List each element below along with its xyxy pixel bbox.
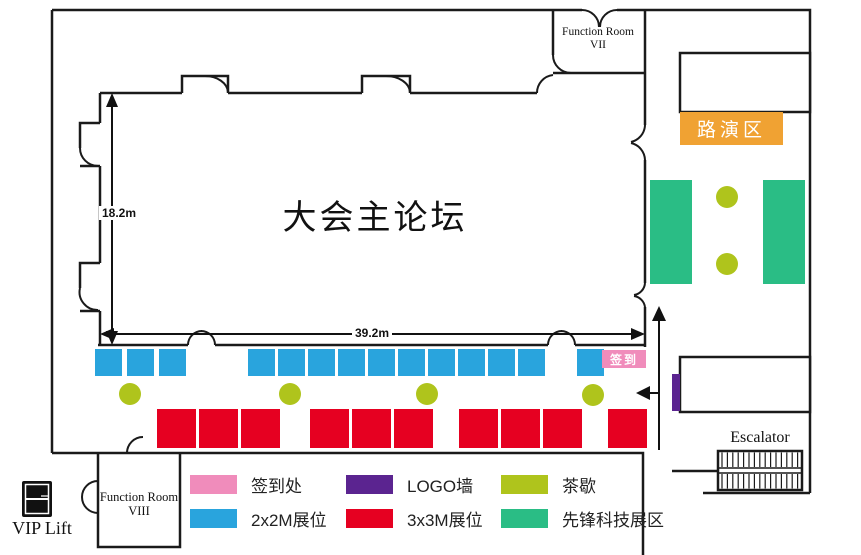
legend-swatch bbox=[346, 509, 393, 528]
booth-2x2m bbox=[308, 349, 335, 376]
vip-lift-label: VIP Lift bbox=[12, 518, 72, 538]
vip-lift-icon bbox=[22, 481, 52, 517]
booth-2x2m bbox=[518, 349, 545, 376]
legend-swatch bbox=[190, 475, 237, 494]
booth-3x3m bbox=[543, 409, 582, 448]
booth-3x3m bbox=[501, 409, 540, 448]
pioneer-zone-rect bbox=[763, 180, 805, 284]
escalator-icon bbox=[672, 449, 810, 495]
legend-swatch bbox=[501, 475, 548, 494]
width-dimension-label: 39.2m bbox=[352, 326, 393, 340]
legend-label: 茶歇 bbox=[562, 477, 596, 496]
signin-tag: 签到 bbox=[602, 350, 646, 368]
tea-break-circle bbox=[716, 186, 738, 208]
legend-label: 3x3M展位 bbox=[407, 511, 483, 530]
booth-3x3m bbox=[199, 409, 238, 448]
booth-3x3m bbox=[157, 409, 196, 448]
legend-label: LOGO墙 bbox=[407, 477, 474, 496]
booth-2x2m bbox=[278, 349, 305, 376]
function-room-7-label: Function Room VII bbox=[562, 26, 634, 52]
booth-2x2m bbox=[488, 349, 515, 376]
door-arcs bbox=[78, 9, 646, 514]
booth-2x2m bbox=[95, 349, 122, 376]
lower-right-room bbox=[678, 355, 812, 414]
booth-2x2m bbox=[398, 349, 425, 376]
tea-break-circle bbox=[416, 383, 438, 405]
legend-label: 先锋科技展区 bbox=[562, 511, 664, 530]
booth-2x2m bbox=[159, 349, 186, 376]
booth-2x2m bbox=[577, 349, 604, 376]
main-hall-title: 大会主论坛 bbox=[282, 199, 468, 237]
booth-3x3m bbox=[241, 409, 280, 448]
outer-walls bbox=[50, 8, 812, 555]
booth-2x2m bbox=[248, 349, 275, 376]
legend-item: 签到处 bbox=[190, 472, 302, 497]
logo-wall-rect bbox=[672, 374, 680, 411]
booth-2x2m bbox=[127, 349, 154, 376]
booth-2x2m bbox=[458, 349, 485, 376]
function-room-8-label: Function Room VIII bbox=[99, 490, 179, 519]
height-dimension-label: 18.2m bbox=[99, 206, 140, 220]
booth-3x3m bbox=[352, 409, 391, 448]
legend-swatch bbox=[190, 509, 237, 528]
booth-2x2m bbox=[338, 349, 365, 376]
legend-item: 先锋科技展区 bbox=[501, 506, 664, 531]
logo-wall-group bbox=[672, 374, 680, 411]
flow-arrows bbox=[636, 306, 666, 450]
booths-3x3m-group bbox=[157, 409, 647, 448]
legend-item: LOGO墙 bbox=[346, 472, 473, 497]
tea-break-group bbox=[119, 186, 738, 406]
pioneer-zones-group bbox=[650, 180, 805, 284]
roadshow-stage-room bbox=[678, 51, 812, 114]
roadshow-zone-tag: 路演区 bbox=[680, 112, 783, 145]
booth-3x3m bbox=[394, 409, 433, 448]
legend-item: 2x2M展位 bbox=[190, 506, 327, 531]
legend-swatch bbox=[501, 509, 548, 528]
legend-label: 2x2M展位 bbox=[251, 511, 327, 530]
pioneer-zone-rect bbox=[650, 180, 692, 284]
tea-break-circle bbox=[716, 253, 738, 275]
function-room-8-walls bbox=[96, 453, 182, 549]
booth-3x3m bbox=[459, 409, 498, 448]
tea-break-circle bbox=[119, 383, 141, 405]
tea-break-circle bbox=[582, 384, 604, 406]
booth-2x2m bbox=[428, 349, 455, 376]
booth-2x2m bbox=[368, 349, 395, 376]
booth-3x3m bbox=[310, 409, 349, 448]
booth-3x3m bbox=[608, 409, 647, 448]
escalator-label: Escalator bbox=[730, 429, 790, 446]
legend-swatch bbox=[346, 475, 393, 494]
tea-break-circle bbox=[279, 383, 301, 405]
booths-2x2m-group bbox=[95, 349, 604, 376]
legend-item: 3x3M展位 bbox=[346, 506, 483, 531]
legend-label: 签到处 bbox=[251, 477, 302, 496]
legend-item: 茶歇 bbox=[501, 472, 596, 497]
